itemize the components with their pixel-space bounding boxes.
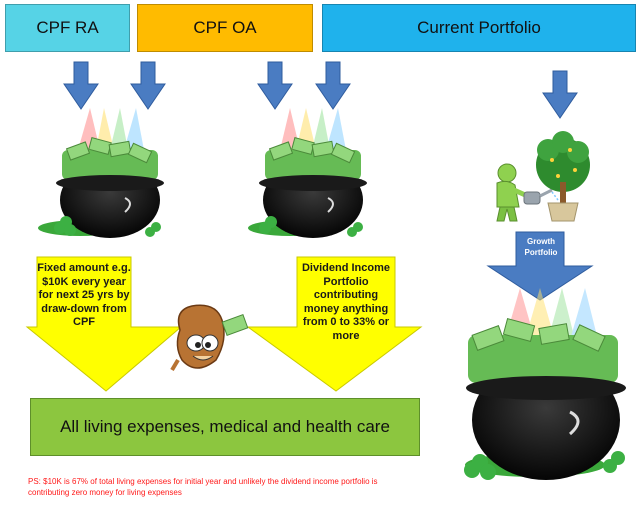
growth-portfolio-label: Growth Portfolio xyxy=(524,237,558,257)
cpf-oa-box: CPF OA xyxy=(137,4,313,52)
down-arrow-icon xyxy=(542,70,578,119)
dividend-income-note: Dividend Income Portfolio contributing m… xyxy=(301,262,391,342)
footnote: PS: $10K is 67% of total living expenses… xyxy=(28,477,378,497)
down-arrow-icon xyxy=(130,61,166,110)
down-arrow-icon xyxy=(257,61,293,110)
yellow-arrow-left xyxy=(25,256,183,392)
cpf-ra-box: CPF RA xyxy=(5,4,130,52)
current-portfolio-label: Current Portfolio xyxy=(417,18,541,37)
mascot-icon xyxy=(170,304,249,372)
cpf-ra-label: CPF RA xyxy=(36,18,99,37)
down-arrow-icon xyxy=(315,61,351,110)
growth-arrow-icon xyxy=(486,231,594,301)
yellow-arrow-right xyxy=(246,256,423,392)
living-expenses-label: All living expenses, medical and health … xyxy=(60,417,390,436)
gardener-icon xyxy=(496,163,559,222)
pot-of-money-icon xyxy=(464,288,626,480)
ra-drawdown-note: Fixed amount e.g. $10K every year for ne… xyxy=(37,262,131,328)
watering-can-icon xyxy=(523,188,559,205)
money-tree-icon xyxy=(536,131,590,222)
living-expenses-box: All living expenses, medical and health … xyxy=(30,398,420,456)
cpf-oa-label: CPF OA xyxy=(193,18,257,37)
down-arrow-icon xyxy=(63,61,99,110)
pot-of-money-icon xyxy=(38,108,164,238)
pot-of-money-icon xyxy=(248,108,367,238)
current-portfolio-box: Current Portfolio xyxy=(322,4,636,52)
